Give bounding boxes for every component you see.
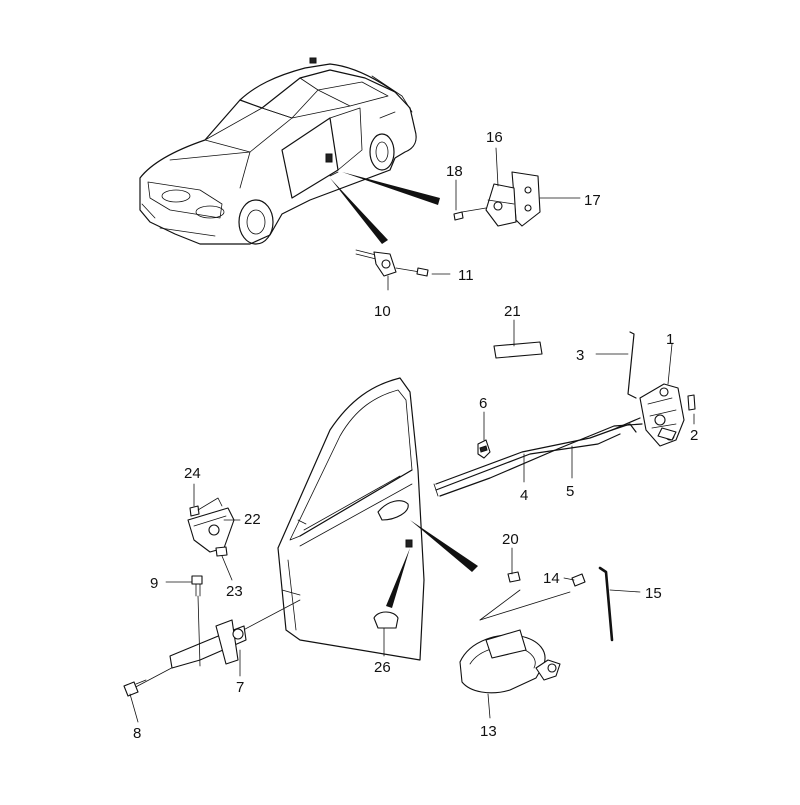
- hinge-bolt-8: [123, 681, 139, 697]
- sedan-car-illustration: [139, 57, 417, 245]
- plug-26: [373, 611, 399, 629]
- callout-5: 5: [566, 483, 574, 500]
- handle-rod-15: [507, 566, 614, 642]
- callout-26: 26: [374, 659, 391, 676]
- bolt-20: [507, 571, 521, 583]
- callout-22: 22: [244, 511, 261, 528]
- door-callout-wedges: [386, 520, 478, 608]
- callout-23: 23: [226, 583, 243, 600]
- rod-3: [627, 331, 637, 399]
- callout-11: 11: [458, 267, 474, 284]
- callout-7: 7: [236, 679, 244, 696]
- door-check-assembly: [355, 249, 429, 277]
- check-bolt-24: [189, 505, 200, 517]
- car-callout-wedges: [330, 172, 440, 244]
- front-door-panel: [277, 377, 425, 661]
- callout-24: 24: [184, 465, 201, 482]
- callout-6: 6: [479, 395, 487, 412]
- callout-8: 8: [133, 725, 141, 742]
- callout-3: 3: [576, 347, 584, 364]
- callout-18: 18: [446, 163, 463, 180]
- callout-labels: 1 2 3 4 5 6 7 8 9 10 11 13 14 15 16 17 1…: [133, 129, 698, 742]
- handle-recess: [377, 500, 409, 521]
- door-check-bolt-11: [416, 267, 429, 277]
- door-hinge-plate-assembly: [453, 171, 541, 227]
- callout-2: 2: [690, 427, 698, 444]
- callout-4: 4: [520, 487, 528, 504]
- callout-17: 17: [584, 192, 601, 209]
- wedge-to-hinge-plate: [342, 172, 440, 205]
- leader-lines: [129, 147, 695, 723]
- callout-15: 15: [645, 585, 662, 602]
- hinge-bolt-9: [191, 575, 203, 585]
- check-bolt-23: [215, 546, 228, 557]
- pad-21: [493, 341, 543, 359]
- wedge-to-handle: [410, 520, 478, 572]
- callout-14: 14: [543, 570, 560, 587]
- hinge-bolt-18: [453, 211, 464, 221]
- rod-clip-6: [477, 439, 491, 459]
- callout-9: 9: [150, 575, 158, 592]
- door-hinge-7: [123, 575, 301, 697]
- callout-1: 1: [666, 331, 674, 348]
- callout-16: 16: [486, 129, 503, 146]
- callout-10: 10: [374, 303, 391, 320]
- clip-14: [571, 573, 586, 587]
- wedge-to-inner-handle: [386, 548, 410, 608]
- wedge-to-door-check: [330, 178, 388, 244]
- door-latch-assembly: [639, 383, 696, 447]
- door-check-link-22: [187, 497, 235, 557]
- lock-rods-4-5: [433, 417, 643, 497]
- outside-door-handle-13: [459, 589, 571, 694]
- callout-21: 21: [504, 303, 521, 320]
- latch-screw-2: [687, 394, 696, 411]
- callout-13: 13: [480, 723, 497, 740]
- callout-20: 20: [502, 531, 519, 548]
